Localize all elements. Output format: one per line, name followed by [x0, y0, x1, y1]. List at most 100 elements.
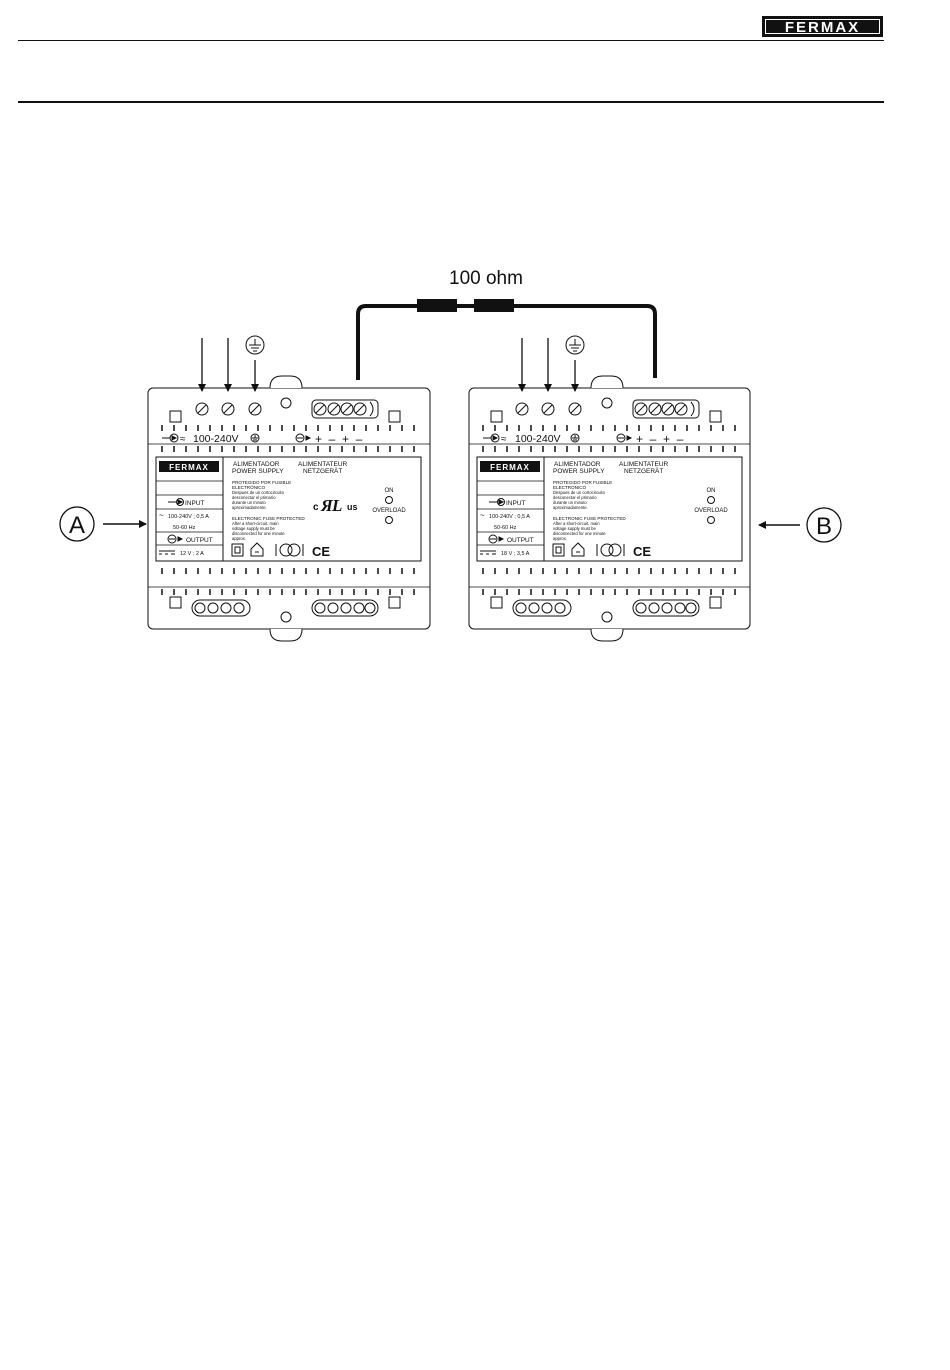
overload-led [385, 516, 393, 524]
output-screw-terminals [311, 399, 379, 419]
panel-logo [480, 461, 540, 472]
header-rule-bottom [18, 101, 884, 103]
ac-rating-symbol: ~ [159, 511, 164, 520]
corner-clip [490, 596, 503, 609]
output-rating-icon [167, 534, 184, 544]
resistor-body-right [474, 299, 514, 312]
fuse-es-1: PROTEGIDO POR FUSIBLE [232, 480, 291, 485]
indoor-use-icon [250, 542, 264, 557]
unit-top-ear [269, 375, 303, 389]
overload-label: OVERLOAD [694, 508, 728, 514]
earth-terminal-icon [250, 433, 260, 443]
overload-led [707, 516, 715, 524]
bottom-vent-row [161, 568, 415, 574]
top-vent-row-2 [482, 446, 736, 452]
corner-clip [709, 410, 722, 423]
fuse-es-1: PROTEGIDO POR FUSIBLE [553, 480, 612, 485]
on-label: ON [707, 488, 716, 494]
top-polarity-label: + – + – [315, 432, 363, 446]
indoor-use-icon [571, 542, 585, 557]
top-screw-hole [280, 397, 292, 409]
title-fr: ALIMENTATEUR [619, 461, 669, 468]
input-symbol-icon [162, 433, 179, 443]
fuse-en-3: voltage supply must be [232, 526, 276, 531]
fuse-en-3: voltage supply must be [553, 526, 597, 531]
fuse-es-5: durante un minuto [232, 500, 266, 505]
on-led [707, 496, 715, 504]
resistor-label: 100 ohm [449, 268, 523, 289]
marker-b-label: B [816, 513, 832, 540]
input-frequency: 50-60 Hz [173, 525, 196, 531]
title-de: NETZGERÄT [303, 467, 342, 475]
bottom-terminal-blanks [191, 599, 379, 617]
output-rating: 12 V ; 2 A [180, 551, 204, 557]
ul-listed-mark-icon: c Я L us [313, 496, 358, 515]
dc-symbol-icon [480, 550, 496, 555]
power-supply-unit-b: ≈ 100-240V + – + – FERMAX INPUT ~ 100-24… [468, 335, 751, 642]
svg-text:Я: Я [320, 496, 334, 515]
ac-rating-symbol: ~ [480, 511, 485, 520]
fuse-es-4: desconectar el primario [553, 495, 597, 500]
on-label: ON [385, 488, 394, 494]
on-led [385, 496, 393, 504]
bottom-screw-hole [601, 611, 613, 623]
top-vent-row-2 [161, 446, 415, 452]
title-es: ALIMENTADOR [233, 461, 280, 468]
fuse-en-5: approx. [232, 536, 246, 541]
title-fr: ALIMENTATEUR [298, 461, 348, 468]
brand-logo-text: FERMAX [765, 19, 880, 35]
fuse-en-4: disconnected for one minute [553, 531, 606, 536]
title-es: ALIMENTADOR [554, 461, 601, 468]
top-voltage-label: 100-240V [193, 433, 239, 445]
fuse-es-2: ELECTRÓNICO [232, 484, 266, 490]
brand-logo: FERMAX [762, 16, 883, 37]
fuse-en-1: ELECTRONIC FUSE PROTECTED [232, 516, 305, 521]
marker-a-label: A [69, 512, 85, 539]
header-rule-top [18, 40, 884, 41]
input-label: INPUT [185, 500, 205, 507]
svg-text:L: L [331, 496, 342, 515]
panel-logo-text: FERMAX [490, 463, 530, 472]
resistor-wire [356, 304, 657, 380]
fuse-en-1: ELECTRONIC FUSE PROTECTED [553, 516, 626, 521]
unit-bottom-ear [590, 628, 624, 642]
panel-logo-text: FERMAX [169, 463, 209, 472]
unit-bottom-ear [269, 628, 303, 642]
top-screw-hole [601, 397, 613, 409]
bottom-terminal-blanks [512, 599, 700, 617]
unit-top-ear [590, 375, 624, 389]
bottom-vent-row-2 [161, 589, 415, 595]
output-label: OUTPUT [507, 537, 534, 544]
top-vent-row [161, 425, 415, 431]
fuse-en-4: disconnected for one minute [232, 531, 285, 536]
input-screw-terminals [195, 402, 262, 416]
cert-us: us [347, 502, 358, 512]
power-supply-unit-a: ≈ 100-240V + – + – FERMAX INPUT ~ 100-24… [147, 335, 431, 642]
bottom-screw-hole [280, 611, 292, 623]
fuse-es-6: aproximadamente. [232, 505, 267, 510]
corner-clip [169, 596, 182, 609]
ce-mark: CE [312, 544, 330, 559]
fuse-en-5: approx. [553, 536, 567, 541]
input-screw-terminals [515, 402, 582, 416]
fuse-en-2: After a short-circuit, main [553, 521, 600, 526]
fuse-es-3: Despues de un cortocircuito [232, 490, 285, 495]
earth-terminal-icon [570, 433, 580, 443]
corner-clip [169, 410, 182, 423]
input-rating: 100-240V ; 0,5 A [489, 514, 530, 520]
output-label: OUTPUT [186, 537, 213, 544]
title-en: POWER SUPPLY [232, 468, 284, 475]
output-rating-icon [488, 534, 505, 544]
output-rating: 18 V ; 3,5 A [501, 551, 530, 557]
panel-logo [159, 461, 219, 472]
fuse-es-2: ELECTRÓNICO [553, 484, 587, 490]
transformer-icon [596, 543, 625, 557]
overload-label: OVERLOAD [372, 508, 406, 514]
input-frequency: 50-60 Hz [494, 525, 517, 531]
title-de: NETZGERÄT [624, 467, 663, 475]
output-screw-terminals [632, 399, 700, 419]
bottom-vent-row [482, 568, 736, 574]
resistor-body-left [417, 299, 457, 312]
input-label: INPUT [506, 500, 526, 507]
fuse-es-3: Despues de un cortocircuito [553, 490, 606, 495]
